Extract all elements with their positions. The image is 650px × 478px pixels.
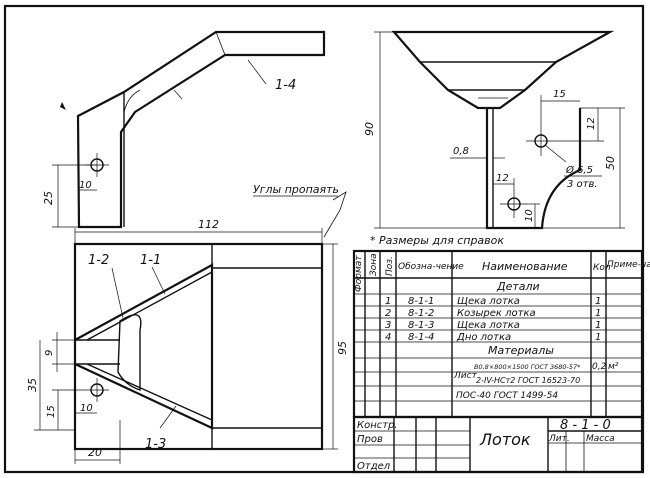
dim-side-top bbox=[540, 95, 580, 126]
spec-section-details: Детали bbox=[496, 280, 540, 293]
spec-row-name: Щека лотка bbox=[457, 320, 520, 331]
title-drawing-number: 8 - 1 - 0 bbox=[560, 418, 611, 433]
title-row-constructor: Констр. bbox=[357, 420, 398, 431]
dim-plan-bottom bbox=[74, 420, 121, 464]
spec-solder: ПОС-40 ГОСТ 1499-54 bbox=[456, 391, 558, 401]
dim-side-total-value: 90 bbox=[363, 122, 376, 136]
spec-material-prefix: Лист bbox=[453, 371, 478, 381]
spec-row-designation: 8-1-2 bbox=[408, 308, 434, 319]
dim-side-bottom bbox=[528, 203, 540, 228]
spec-row-pos: 2 bbox=[385, 308, 391, 319]
spec-row-name: Дно лотка bbox=[456, 332, 511, 343]
callout-1-2: 1-2 bbox=[88, 253, 109, 268]
spec-row-designation: 8-1-4 bbox=[408, 332, 434, 343]
dim-plan-top bbox=[74, 228, 323, 244]
dim-bent-height bbox=[52, 164, 97, 228]
callout-1-1: 1-1 bbox=[140, 253, 161, 268]
spec-header-pos: Поз. bbox=[385, 256, 395, 276]
spec-row-designation: 8-1-3 bbox=[408, 320, 434, 331]
spec-material-qty: 0,2 bbox=[592, 362, 607, 372]
reference-note: * Размеры для справок bbox=[370, 234, 504, 247]
spec-row-pos: 4 bbox=[385, 332, 391, 343]
sheet-frame bbox=[3, 4, 645, 474]
dim-side-left-offset-value: 12 bbox=[496, 173, 509, 184]
dim-side-top-value: 15 bbox=[553, 89, 566, 100]
dim-side-top-height-value: 12 bbox=[586, 117, 597, 130]
plan-view bbox=[73, 191, 347, 451]
dim-bent-width bbox=[78, 165, 97, 195]
spec-material-line1: В0,8×800×1500 ГОСТ 3680-57* bbox=[474, 363, 581, 371]
spec-header-zone: Зона bbox=[369, 253, 379, 276]
dim-side-right bbox=[542, 107, 625, 229]
title-lit-label: Лит. bbox=[548, 434, 570, 444]
spec-row-name: Щека лотка bbox=[457, 296, 520, 307]
dim-plan-left-width bbox=[52, 332, 75, 372]
spec-row-pos: 1 bbox=[385, 296, 391, 307]
note-solder-corners: Углы пропаять bbox=[253, 183, 339, 196]
spec-header-format: Формат bbox=[354, 255, 364, 292]
dim-plan-left-height bbox=[34, 340, 85, 431]
hole-diameter-label: Ø 6,5 bbox=[565, 164, 593, 176]
spec-row-qty: 1 bbox=[595, 332, 601, 343]
title-drawing-name: Лоток bbox=[479, 430, 531, 449]
dim-plan-left-width-value: 9 bbox=[44, 350, 55, 356]
title-block bbox=[352, 415, 644, 474]
dim-side-top-height bbox=[556, 108, 604, 142]
dim-plan-hole-value: 10 bbox=[80, 403, 93, 414]
dim-bent-width-value: 10 bbox=[79, 180, 92, 191]
dim-plan-bottom-value: 20 bbox=[88, 446, 102, 459]
spec-header-note: Приме-чание bbox=[607, 260, 650, 270]
spec-material-unit: м² bbox=[608, 362, 619, 372]
dim-side-left-offset bbox=[493, 178, 515, 190]
spec-header-qty: Кол bbox=[593, 263, 611, 273]
spec-row-qty: 1 bbox=[595, 320, 601, 331]
dim-side-bottom-value: 10 bbox=[524, 209, 535, 222]
dim-bent-height-value: 25 bbox=[42, 191, 55, 205]
spec-header-name: Наименование bbox=[482, 260, 568, 273]
spec-row-qty: 1 bbox=[595, 308, 601, 319]
hole-count-label: 3 отв. bbox=[567, 179, 598, 190]
spec-row-designation: 8-1-1 bbox=[408, 296, 434, 307]
spec-row-pos: 3 bbox=[385, 320, 391, 331]
bent-part-view bbox=[60, 30, 326, 229]
spec-section-materials: Материалы bbox=[488, 344, 554, 357]
side-view bbox=[391, 30, 615, 230]
dim-plan-left-height-value: 35 bbox=[26, 378, 39, 392]
spec-material-line2: 2-IV-НСт2 ГОСТ 16523-70 bbox=[476, 376, 580, 385]
spec-table bbox=[352, 249, 644, 419]
title-mass-label: Масса bbox=[586, 434, 615, 444]
dim-side-thickness-value: 0,8 bbox=[453, 146, 469, 157]
callout-1-3: 1-3 bbox=[145, 437, 166, 452]
spec-row-name: Козырек лотка bbox=[457, 308, 536, 319]
spec-header-designation: Обозна-чение bbox=[398, 262, 464, 272]
title-row-department: Отдел bbox=[357, 461, 391, 472]
dim-side-total bbox=[374, 31, 487, 229]
spec-row-qty: 1 bbox=[595, 296, 601, 307]
dim-plan-top-value: 112 bbox=[198, 218, 219, 231]
dim-plan-left-bottom-value: 15 bbox=[46, 405, 57, 418]
dim-plan-right-value: 95 bbox=[336, 341, 349, 355]
dim-plan-right bbox=[322, 243, 338, 450]
dim-side-right-value: 50 bbox=[604, 156, 617, 170]
callout-1-4: 1-4 bbox=[275, 78, 296, 93]
title-row-checked: Пров bbox=[357, 434, 383, 445]
